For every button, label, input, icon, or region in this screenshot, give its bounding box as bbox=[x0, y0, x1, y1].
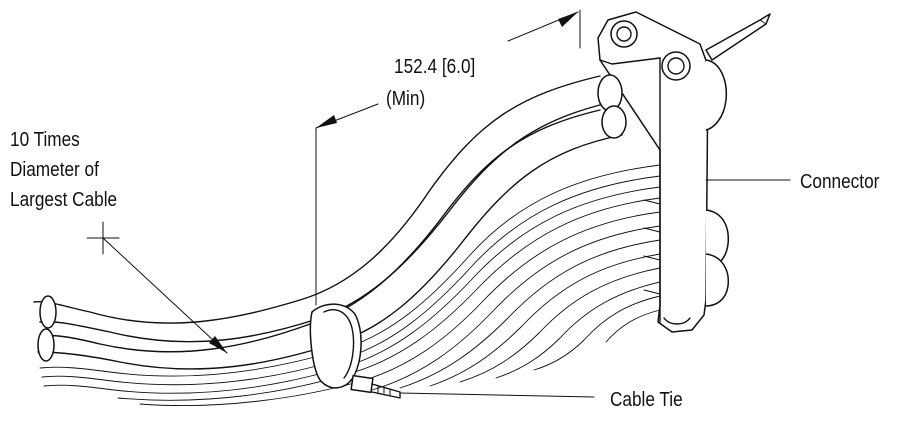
cable-tie-drawing bbox=[309, 303, 401, 399]
connector-label: Connector bbox=[800, 171, 880, 193]
bend-radius-leader bbox=[102, 237, 228, 354]
bend-radius-arrow bbox=[209, 336, 227, 353]
bend-radius-label-line1: 10 Times bbox=[10, 129, 80, 151]
bend-radius-center-mark bbox=[86, 221, 120, 255]
bend-radius-label-line3: Largest Cable bbox=[10, 189, 118, 211]
connector-body bbox=[597, 11, 771, 333]
cable-tie-leader bbox=[399, 392, 595, 398]
cable-tie-label: Cable Tie bbox=[610, 389, 683, 411]
bend-radius-label-line2: Diameter of bbox=[10, 159, 99, 181]
dimension-label: 152.4 [6.0] bbox=[394, 56, 476, 78]
dimension-min-label: (Min) bbox=[386, 88, 426, 110]
dimension-152mm bbox=[315, 9, 581, 306]
